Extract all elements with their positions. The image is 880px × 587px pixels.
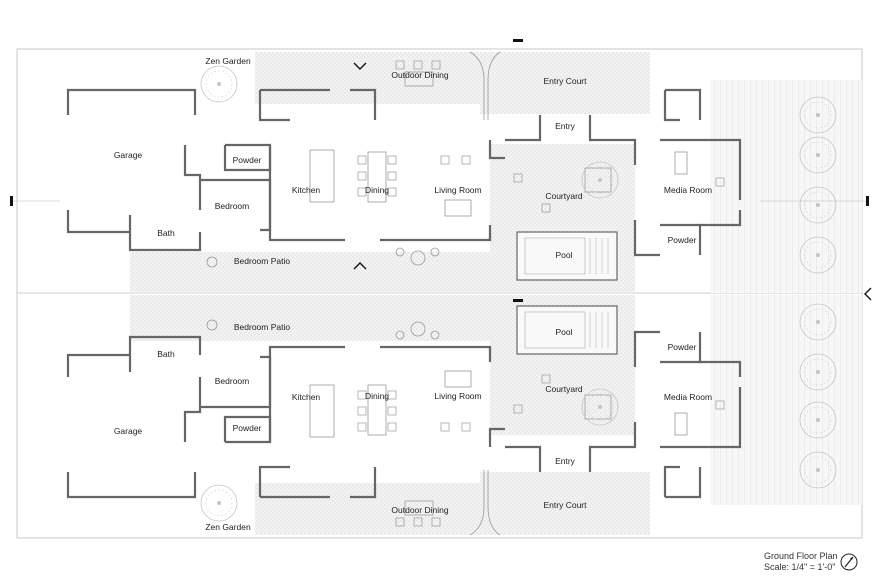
view-arrow-icon — [353, 62, 367, 70]
pool — [516, 231, 618, 281]
room-label: Bedroom Patio — [234, 256, 290, 266]
room-label: Dining — [365, 391, 389, 401]
room-label: Entry Court — [544, 500, 588, 510]
room-label: Bedroom — [215, 376, 250, 386]
tree-icon — [200, 484, 238, 522]
section-mark — [513, 39, 523, 42]
furniture-bottom — [206, 319, 725, 527]
side-yard-area — [710, 80, 862, 293]
section-mark — [866, 196, 869, 206]
room-label: Bedroom — [215, 201, 250, 211]
plan-scale: Scale: 1/4" = 1'-0" — [764, 562, 836, 572]
room-label: Garage — [114, 150, 143, 160]
pool — [516, 305, 618, 355]
side-yard-area — [710, 295, 862, 505]
room-label: Pool — [555, 250, 572, 260]
view-arrow-icon — [864, 287, 872, 301]
room-label: Powder — [233, 423, 262, 433]
entry-court-area — [480, 52, 650, 114]
title-block: Ground Floor Plan Scale: 1/4" = 1'-0" — [764, 551, 838, 573]
room-label: Media Room — [664, 392, 712, 402]
site-boundary — [16, 48, 863, 539]
unit-top: Zen Garden Outdoor Dining Entry Court En… — [66, 52, 862, 293]
outdoor-dining-area — [255, 52, 480, 104]
room-label: Outdoor Dining — [391, 70, 448, 80]
outdoor-dining-area — [255, 483, 480, 535]
room-label: Media Room — [664, 185, 712, 195]
bedroom-patio-area — [130, 252, 515, 293]
room-label: Living Room — [434, 391, 481, 401]
room-label: Courtyard — [545, 191, 583, 201]
room-label: Pool — [555, 327, 572, 337]
unit-bottom: Bedroom Patio Pool Powder Bath Bedroom K… — [66, 295, 862, 535]
north-arrow-icon — [840, 553, 858, 571]
room-label: Powder — [233, 155, 262, 165]
room-label: Dining — [365, 185, 389, 195]
room-label: Outdoor Dining — [391, 505, 448, 515]
room-label: Kitchen — [292, 392, 321, 402]
room-label: Powder — [668, 235, 697, 245]
plan-title: Ground Floor Plan — [764, 551, 838, 561]
walls-bottom — [66, 330, 742, 499]
walls-top — [66, 88, 742, 257]
section-markers — [10, 39, 872, 302]
room-label: Garage — [114, 426, 143, 436]
room-label: Powder — [668, 342, 697, 352]
room-label: Entry — [555, 456, 576, 466]
room-label: Kitchen — [292, 185, 321, 195]
room-label: Entry Court — [544, 76, 588, 86]
entry-court-area — [480, 472, 650, 535]
tree-icon — [200, 65, 238, 103]
section-mark — [513, 299, 523, 302]
room-label: Entry — [555, 121, 576, 131]
room-label: Living Room — [434, 185, 481, 195]
view-arrow-icon — [353, 262, 367, 270]
room-label: Bath — [157, 228, 175, 238]
room-label: Bedroom Patio — [234, 322, 290, 332]
room-label: Bath — [157, 349, 175, 359]
room-label: Zen Garden — [205, 522, 251, 532]
room-label: Courtyard — [545, 384, 583, 394]
driveway-lines — [469, 51, 501, 536]
section-mark — [10, 196, 13, 206]
room-label: Zen Garden — [205, 56, 251, 66]
furniture-top — [206, 60, 725, 268]
bedroom-patio-area — [130, 295, 515, 341]
